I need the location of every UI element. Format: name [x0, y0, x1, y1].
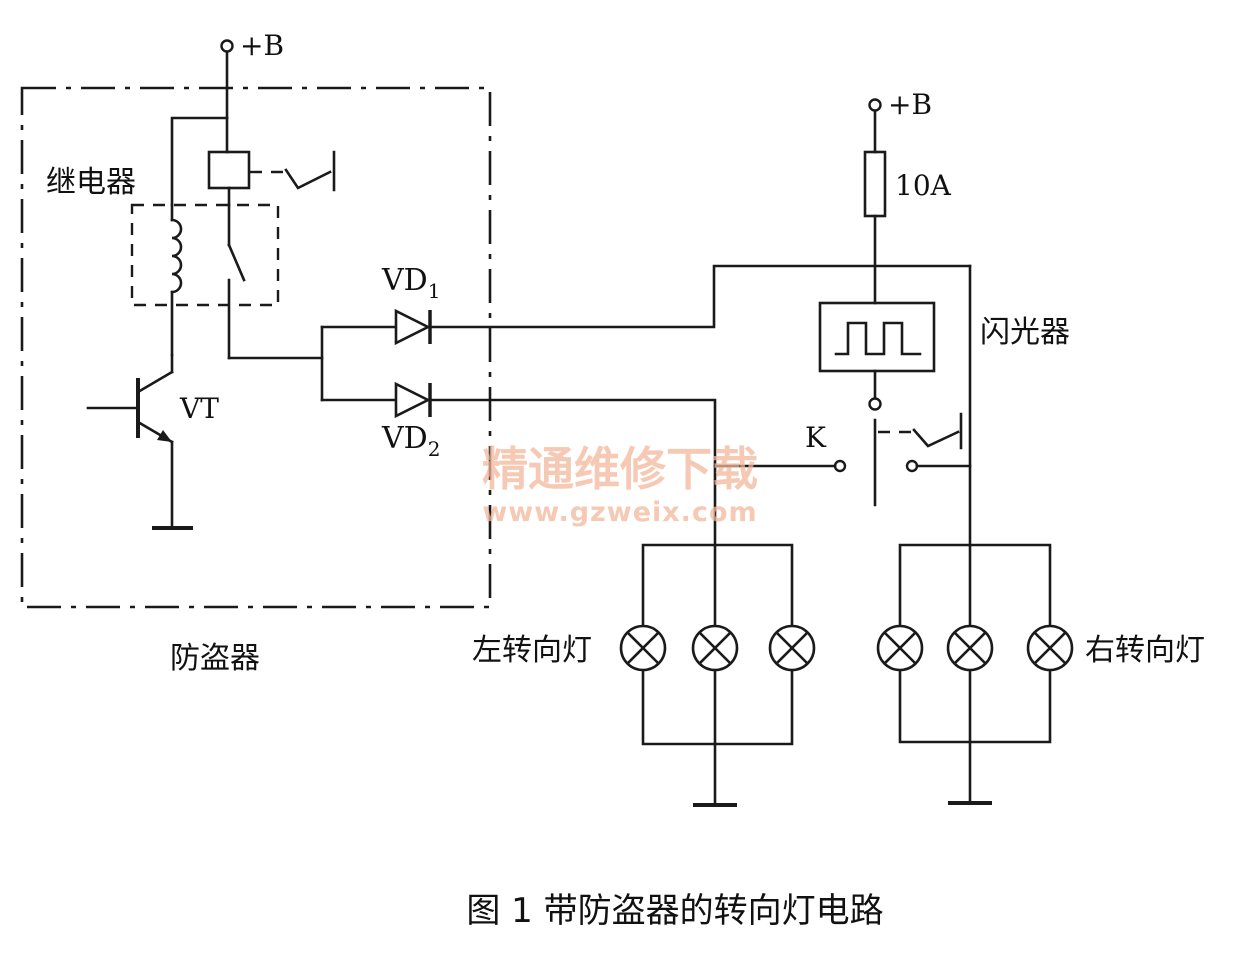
- right-lamp-1: [876, 624, 924, 672]
- flasher-box: [818, 301, 936, 373]
- flasher: [818, 301, 936, 411]
- left-lamp-3: [768, 624, 816, 672]
- relay-enclosure: [130, 203, 280, 307]
- square-wave-icon: [834, 321, 922, 356]
- relay-coil: [170, 203, 183, 357]
- label-anti-theft: 防盗器: [170, 641, 260, 676]
- label-right-lamps: 右转向灯: [1085, 633, 1205, 668]
- relay-control-box: [207, 150, 251, 190]
- label-left-lamps: 左转向灯: [472, 633, 592, 668]
- label-vd1: VD1: [381, 263, 440, 303]
- supply-terminal-right: [868, 98, 882, 154]
- anti-theft-boundary: [20, 86, 492, 609]
- label-vd2: VD2: [381, 421, 440, 461]
- anti-theft-module: [20, 86, 492, 609]
- figure-caption: 图 1 带防盗器的转向灯电路: [466, 891, 883, 931]
- label-relay: 继电器: [46, 165, 136, 200]
- transistor-vt: [86, 353, 193, 530]
- switch-contact-right: [905, 459, 919, 473]
- relay-contact: [227, 203, 324, 360]
- fuse: [863, 150, 887, 218]
- watermark-line2: www.gzweix.com: [482, 497, 757, 528]
- terminal-dot: [220, 39, 234, 53]
- supply-terminal-left: [220, 39, 234, 120]
- left-lamp-group: [619, 543, 816, 807]
- right-lamp-3: [1026, 624, 1074, 672]
- left-lamp-2: [691, 624, 739, 672]
- label-switch: K: [805, 421, 827, 454]
- turn-switch-k: [713, 264, 972, 547]
- right-lamp-2: [946, 624, 994, 672]
- switch-contact-left: [833, 459, 847, 473]
- diode-network: [320, 264, 972, 547]
- label-transistor: VT: [179, 392, 219, 425]
- right-lamp-group: [876, 543, 1074, 805]
- label-supply-left: +B: [240, 29, 284, 62]
- label-supply-right: +B: [888, 88, 932, 121]
- left-lamp-1: [619, 624, 667, 672]
- terminal-dot: [868, 98, 882, 112]
- emitter-arrow: [157, 430, 172, 442]
- watermark-line1: 精通维修下载: [482, 442, 758, 496]
- relay-control: [207, 150, 336, 207]
- label-flasher: 闪光器: [980, 315, 1070, 350]
- label-fuse: 10A: [895, 169, 952, 202]
- diode-vd1: [394, 308, 432, 346]
- diode-vd2: [394, 381, 432, 419]
